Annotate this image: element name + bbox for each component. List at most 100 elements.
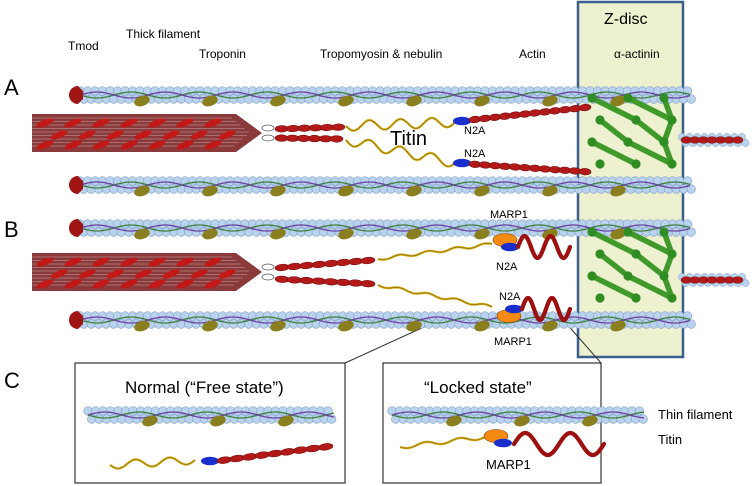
myosin-head (190, 130, 208, 140)
troponin (406, 320, 422, 332)
alpha-actinin-node (667, 159, 677, 169)
titin-ig-chain (274, 256, 376, 272)
titin-ig-chain (274, 123, 346, 133)
zoom-line-right (564, 321, 602, 364)
titin-ig-chain (468, 103, 592, 124)
n2a-label-a1: N2A (464, 125, 486, 137)
troponin (270, 95, 286, 107)
titin-ig-domain (732, 276, 744, 284)
myosin-head (204, 257, 222, 267)
n2a-label-a2: N2A (464, 148, 486, 160)
troponin (338, 320, 354, 332)
myosin-head (92, 140, 110, 150)
myosin-head (92, 118, 110, 128)
troponin (514, 415, 530, 427)
zoom-line-left (344, 321, 436, 364)
troponin (134, 95, 150, 107)
troponin (542, 320, 558, 332)
tmod (69, 219, 83, 237)
myosin-head (162, 130, 180, 140)
myosin-head (78, 130, 96, 140)
actin-monomer (638, 414, 648, 424)
alpha-actinin-rod (625, 139, 675, 167)
troponin (338, 95, 354, 107)
titin-pevk-outline (345, 139, 456, 167)
myosin-head (218, 269, 236, 279)
alpha-actinin-rod (597, 251, 631, 279)
myosin-head (176, 140, 194, 150)
troponin (270, 320, 286, 332)
troponin (474, 185, 490, 197)
alpha-actinin-node (659, 227, 669, 237)
titin-pevk-outline (109, 457, 196, 469)
n2a-domain (453, 116, 471, 126)
alpha-actinin-label: α-actinin (614, 47, 660, 61)
normal-state-title: Normal (“Free state”) (125, 378, 284, 397)
alpha-actinin-node (623, 227, 633, 237)
myosin-tip (261, 134, 275, 142)
alpha-actinin-rod (625, 95, 675, 123)
thin-filament (69, 176, 696, 197)
troponin (202, 95, 218, 107)
troponin (582, 415, 598, 427)
troponin (338, 185, 354, 197)
titin-ig-domain (732, 136, 744, 144)
alpha-actinin-rod (589, 229, 639, 257)
titin-ig-domain (329, 135, 344, 143)
panel-c-label: C (4, 368, 20, 393)
myosin-head (78, 269, 96, 279)
troponin (406, 185, 422, 197)
troponin (474, 95, 490, 107)
titin-label: Titin (390, 128, 427, 150)
n2a-domain (501, 242, 519, 252)
titin-ig-domain (318, 443, 334, 451)
myosin-head (204, 140, 222, 150)
troponin (270, 185, 286, 197)
titin-pevk-outline (377, 284, 493, 308)
myosin-head (204, 279, 222, 289)
titin-helix (515, 233, 573, 261)
thin-filament (83, 406, 337, 427)
alpha-actinin-lattice (587, 227, 677, 303)
marp1-label-b1: MARP1 (490, 209, 528, 221)
troponin-label: Troponin (199, 47, 246, 61)
myosin-tip (261, 273, 275, 281)
myosin-head (120, 279, 138, 289)
titin-ig-chain (680, 136, 744, 144)
alpha-actinin-rod (589, 139, 639, 167)
thick-filament (32, 253, 275, 291)
alpha-actinin-lattice (587, 93, 677, 169)
nebulin-strand (79, 91, 691, 99)
myosin-head (106, 269, 124, 279)
tmod (69, 86, 83, 104)
thin-filament (387, 406, 648, 427)
myosin-head (148, 118, 166, 128)
titin-ig-domain (360, 256, 376, 265)
myosin-head (64, 118, 82, 128)
myosin-head (92, 279, 110, 289)
alpha-actinin-rod (633, 117, 667, 145)
thin-filament (69, 86, 696, 107)
alpha-actinin-node (587, 227, 597, 237)
n2a-label-b1: N2A (496, 261, 518, 273)
troponin (474, 320, 490, 332)
titin-ig-domain (360, 280, 376, 288)
alpha-actinin-node (659, 271, 669, 281)
titin-ig-chain (274, 134, 344, 143)
titin-helix (519, 295, 573, 323)
myosin-head (50, 130, 68, 140)
filament-layer (32, 86, 696, 427)
alpha-actinin-rod (589, 273, 639, 301)
alpha-actinin-layer (587, 93, 750, 303)
panel-a-label: A (4, 75, 19, 100)
troponin (202, 185, 218, 197)
myosin-head (120, 118, 138, 128)
titin-ig-chain (468, 160, 592, 176)
alpha-actinin-node (659, 93, 669, 103)
troponin (542, 95, 558, 107)
thick-filament-label: Thick filament (126, 27, 201, 41)
myosin-head (36, 279, 54, 289)
nebulin-strand (79, 316, 691, 324)
troponin (270, 228, 286, 240)
tmod (69, 176, 83, 194)
